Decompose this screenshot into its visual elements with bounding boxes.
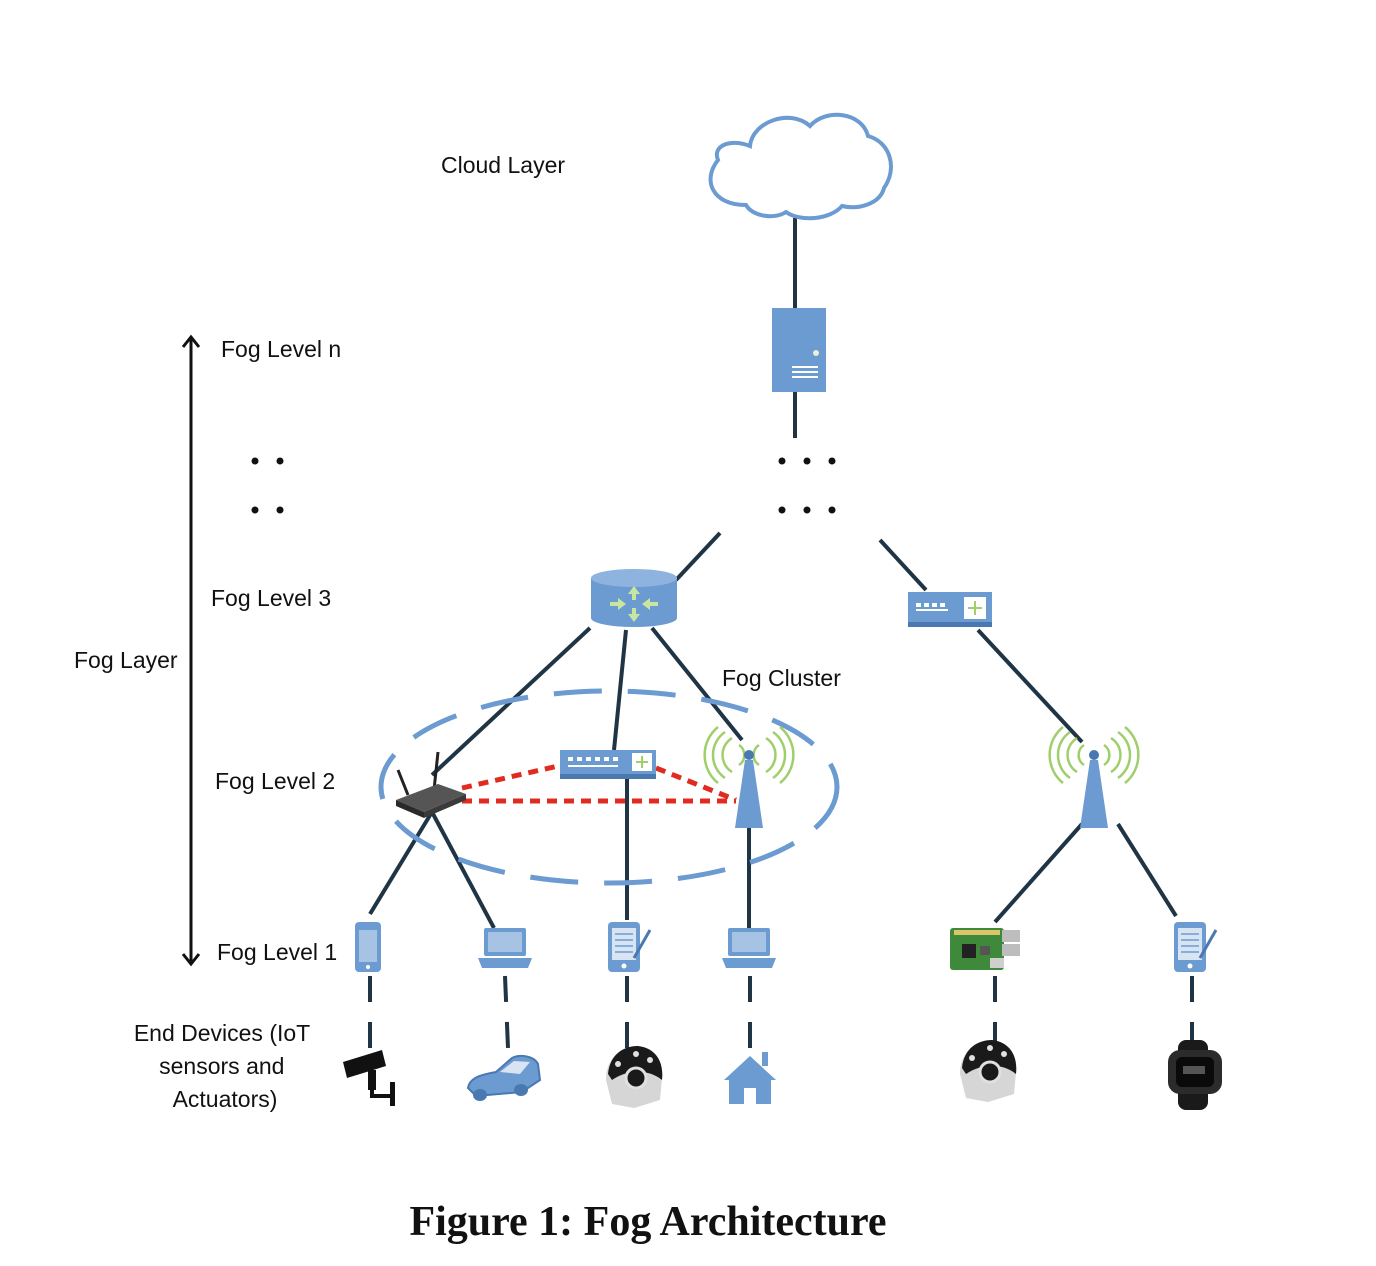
cloud-layer-label: Cloud Layer: [441, 152, 565, 178]
fog-level-3-label: Fog Level 3: [211, 585, 331, 611]
link-dots-router: [674, 531, 722, 582]
link-laptop-car: [503, 975, 510, 1049]
link-wifi-phone: [368, 810, 434, 916]
fog-level-1-label: Fog Level 1: [217, 939, 337, 965]
fog-layer-arrow: [181, 334, 201, 967]
fog-level-2-label: Fog Level 2: [215, 768, 335, 794]
laptop-icon: [722, 928, 776, 968]
smartwatch-icon: [1168, 1040, 1222, 1110]
link-router-tower: [650, 626, 744, 742]
fog-layer-label: Fog Layer: [74, 647, 178, 673]
car-icon: [466, 1055, 542, 1101]
cluster-link-wifi-switch: [461, 763, 559, 791]
link-tower2-pda: [1116, 822, 1178, 918]
smartphone-icon: [355, 922, 381, 972]
wireless-tower-icon: [703, 726, 795, 828]
raspberry-pi-icon: [950, 928, 1020, 970]
end-devices-label-line: Actuators): [173, 1086, 278, 1112]
eeg-headset-icon: [606, 1046, 663, 1108]
end-devices-label-line: End Devices (IoT: [134, 1020, 310, 1046]
pda-icon: [608, 922, 652, 972]
security-camera-icon: [343, 1050, 395, 1106]
switch-icon: [908, 592, 992, 627]
link-tower2-pi: [993, 822, 1084, 924]
switch-icon: [560, 750, 656, 779]
link-router-switch: [612, 629, 628, 751]
router-icon: [591, 569, 677, 627]
end-device-links: [368, 975, 1194, 1049]
pda-icon: [1174, 922, 1218, 972]
server-icon: [772, 308, 826, 392]
end-devices-label: End Devices (IoT sensors and Actuators): [134, 1020, 316, 1112]
fog-level-n-label: Fog Level n: [221, 336, 341, 362]
end-devices-label-line: sensors and: [159, 1053, 284, 1079]
eeg-headset-icon: [960, 1040, 1017, 1102]
cluster-link-switch-tower: [655, 765, 737, 803]
figure-caption: Figure 1: Fog Architecture: [409, 1199, 887, 1245]
ellipsis-dots: [251, 457, 836, 514]
cloud-icon: [708, 112, 893, 221]
laptop-icon: [478, 928, 532, 968]
fog-cluster-label: Fog Cluster: [722, 665, 841, 691]
wifi-router-icon: [396, 751, 466, 818]
link-wifi-laptop: [430, 811, 496, 929]
fog-cluster-links: [461, 763, 737, 804]
fog-cluster-outline: [378, 688, 840, 886]
house-icon: [724, 1052, 776, 1104]
wireless-tower-icon: [1048, 726, 1140, 828]
link-switch-tower2: [976, 628, 1084, 744]
link-dots-switch: [878, 538, 928, 592]
